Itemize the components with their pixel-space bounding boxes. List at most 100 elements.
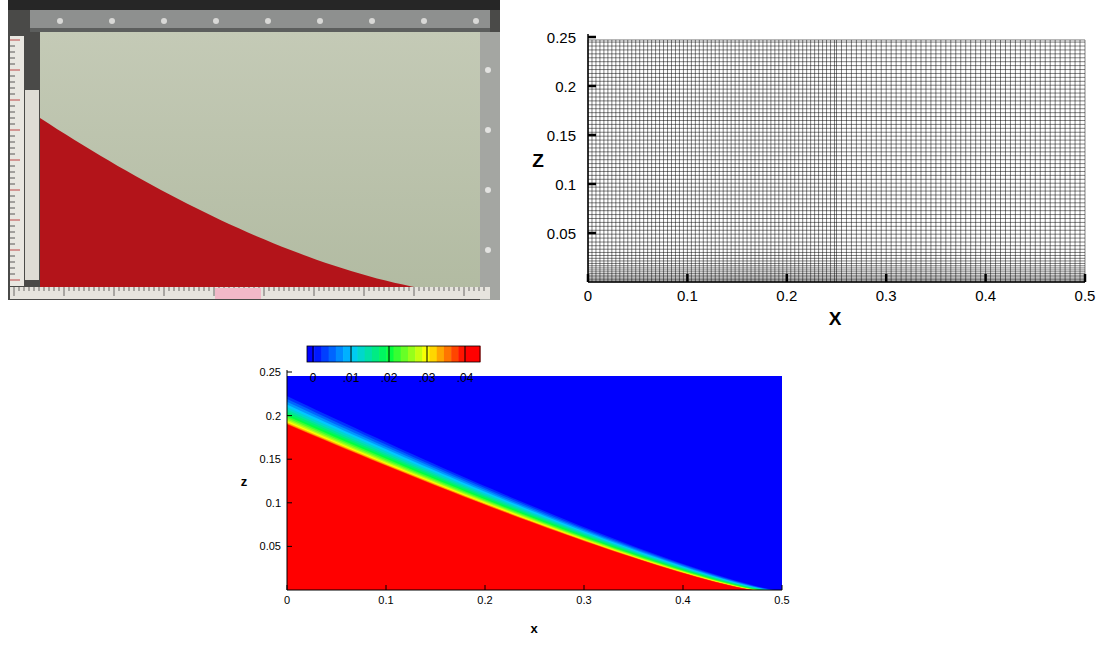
mesh-line [588, 140, 1085, 141]
ruler-tick [24, 287, 25, 291]
ruler-tick [374, 287, 375, 291]
ruler-tick [10, 274, 15, 275]
mesh-line [588, 136, 1085, 137]
ruler-tick [264, 287, 265, 296]
axis-tick-label: 0.2 [776, 288, 797, 303]
ruler-tick [144, 287, 145, 291]
ruler-tick [10, 148, 15, 149]
ruler-tick [59, 287, 60, 291]
mesh-line [588, 238, 1085, 239]
axis-line [287, 370, 288, 590]
ruler-tick [10, 184, 15, 185]
colorbar-label: .01 [343, 372, 360, 384]
ruler-tick [319, 287, 320, 291]
ruler-tick [334, 287, 335, 291]
mesh-line [588, 85, 1085, 86]
ruler-tick [10, 208, 15, 209]
axis-tick [287, 459, 292, 460]
colorbar-tick [389, 346, 390, 362]
colorbar-band [372, 346, 380, 362]
axis-title: X [829, 309, 842, 328]
ruler-tick [139, 287, 140, 291]
axis-tick [287, 546, 292, 547]
bolt [161, 18, 167, 24]
bolt [109, 18, 115, 24]
ruler-tick [10, 154, 15, 155]
ruler-tick [204, 287, 205, 291]
mesh-line [588, 280, 1085, 281]
contour-band [287, 422, 755, 590]
colorbar-band [314, 346, 322, 362]
axis-tick [287, 372, 292, 373]
mesh-line [588, 69, 1085, 70]
colorbar-frame [307, 346, 480, 362]
axis-title: z [241, 475, 248, 488]
axis-tick [885, 274, 888, 282]
ruler-tick [10, 190, 20, 191]
axis-tick-label: 0.1 [555, 177, 576, 192]
contour-band [287, 424, 753, 590]
ruler-tick [10, 256, 15, 257]
mesh-line [588, 42, 1085, 43]
mesh-line [588, 202, 1085, 203]
ruler-tick [184, 287, 185, 291]
mesh-line [588, 100, 1085, 101]
axis-tick-label: 0.1 [266, 497, 281, 508]
right-frame [480, 32, 500, 300]
axis-tick [588, 36, 596, 39]
colorbar-band [350, 346, 358, 362]
ruler-tick [479, 287, 480, 291]
bolt [265, 18, 271, 24]
ruler-tick [10, 262, 15, 263]
ruler-tick [69, 287, 70, 291]
left-ruler-2 [25, 90, 39, 280]
ruler-tick [314, 287, 315, 296]
ruler-tick [10, 118, 15, 119]
mesh-line [588, 258, 1085, 259]
ruler-tick [10, 250, 20, 251]
photo-background [8, 0, 500, 300]
axis-line [588, 281, 1085, 283]
mesh-line [588, 96, 1085, 97]
mesh-line [588, 278, 1085, 279]
mesh-line [588, 147, 1085, 148]
bolt [473, 18, 479, 24]
ruler-tick [164, 287, 165, 296]
mesh-line [588, 210, 1085, 211]
ruler-tick [119, 287, 120, 291]
ruler-tick [399, 287, 400, 291]
mesh-line [588, 263, 1085, 264]
mesh-line [588, 61, 1085, 62]
ruler-tick [389, 287, 390, 291]
ruler-tick [134, 287, 135, 291]
axis-tick [587, 274, 590, 282]
ruler-tick [179, 287, 180, 291]
mesh-line [588, 249, 1085, 250]
axis-tick [485, 585, 486, 590]
mesh-line [588, 89, 1085, 90]
ruler-tick [354, 287, 355, 291]
colorbar-band [466, 346, 474, 362]
axis-title: Z [532, 151, 544, 170]
axis-tick [584, 585, 585, 590]
bolt [213, 18, 219, 24]
colorbar-band [321, 346, 329, 362]
ruler-tick [10, 214, 15, 215]
axis-tick [287, 415, 292, 416]
colorbar-band [365, 346, 373, 362]
axis-tick [386, 585, 387, 590]
colorbar-band [408, 346, 416, 362]
mesh-line [588, 167, 1085, 168]
axis-tick-label: 0.15 [260, 454, 281, 465]
ruler-tick [10, 124, 15, 125]
mesh-line [588, 49, 1085, 50]
contour-plot [287, 376, 782, 590]
mesh-line [588, 265, 1085, 266]
ruler-tick [289, 287, 290, 291]
ruler-tick [439, 287, 440, 291]
axis-tick-label: 0.1 [677, 288, 698, 303]
ruler-tick [10, 220, 20, 221]
ruler-tick [339, 287, 340, 291]
ruler-tick [34, 287, 35, 291]
mesh-line [588, 163, 1085, 164]
